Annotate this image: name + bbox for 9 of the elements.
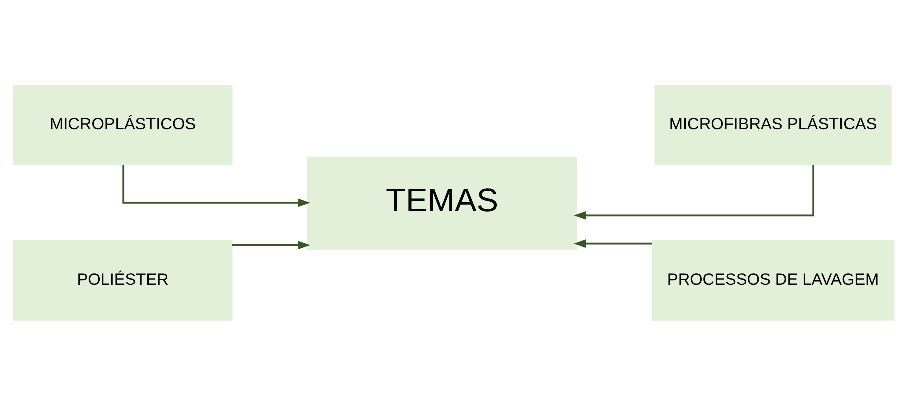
arrow [122, 164, 310, 207]
node-box: MICROFIBRAS PLÁSTICAS [654, 84, 892, 166]
node-box: POLIÉSTER [12, 240, 232, 320]
arrow [574, 164, 814, 220]
arrow [574, 239, 652, 248]
node-box: TEMAS [306, 156, 577, 250]
arrow [232, 240, 310, 249]
node-box: MICROPLÁSTICOS [12, 84, 232, 166]
node-box: PROCESSOS DE LAVAGEM [651, 240, 894, 320]
